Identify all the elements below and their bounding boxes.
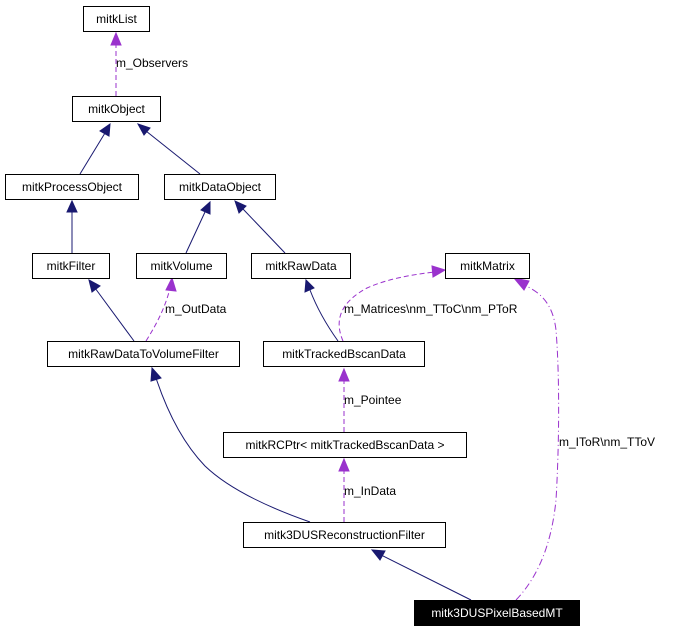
class-node-mitk3duspixelbasedmt[interactable]: mitk3DUSPixelBasedMT [414, 600, 580, 626]
class-node-mitkrcptr[interactable]: mitkRCPtr< mitkTrackedBscanData > [223, 432, 467, 458]
class-node-mitk3dusreconstructionfilter[interactable]: mitk3DUSReconstructionFilter [243, 522, 446, 548]
edge-label-m-outdata: m_OutData [165, 302, 227, 316]
class-node-mitkfilter[interactable]: mitkFilter [32, 253, 110, 279]
class-node-mitktrackedbscandata[interactable]: mitkTrackedBscanData [263, 341, 425, 367]
edge-rawdatatovolumefilter-inherits-filter [88, 279, 135, 342]
class-node-mitkmatrix[interactable]: mitkMatrix [445, 253, 530, 279]
class-node-mitktrackedbscandata-label: mitkTrackedBscanData [282, 347, 406, 361]
edge-processobject-inherits-object [79, 122, 111, 175]
edge-rawdata-inherits-dataobject [234, 200, 286, 254]
edge-label-m-itor: m_IToR\nm_TToV [559, 435, 655, 449]
edge-rawdatatovolumefilter-outdata-volume [145, 276, 177, 342]
edge-reconstructionfilter-inherits-rawdatatovolumefilter [150, 366, 311, 523]
edge-filter-inherits-processobject [66, 199, 78, 253]
class-node-mitkrcptr-label: mitkRCPtr< mitkTrackedBscanData > [246, 438, 445, 452]
edge-rcptr-pointee-trackedbscandata [338, 367, 350, 432]
class-node-mitk3dusreconstructionfilter-label: mitk3DUSReconstructionFilter [264, 528, 425, 542]
class-node-mitkdataobject[interactable]: mitkDataObject [164, 174, 276, 200]
class-node-mitk3duspixelbasedmt-label: mitk3DUSPixelBasedMT [431, 606, 563, 620]
class-node-mitkrawdatatovolumefilter-label: mitkRawDataToVolumeFilter [68, 347, 219, 361]
class-node-mitkrawdata[interactable]: mitkRawData [251, 253, 351, 279]
class-node-mitkrawdata-label: mitkRawData [265, 259, 337, 273]
edge-pixelbasedmt-itor-matrix [512, 277, 560, 601]
edge-volume-inherits-dataobject [185, 200, 211, 254]
edge-label-m-matrices: m_Matrices\nm_TToC\nm_PToR [344, 302, 518, 316]
class-node-mitklist-label: mitkList [96, 12, 137, 26]
edge-label-m-observers: m_Observers [116, 56, 188, 70]
class-node-mitkmatrix-label: mitkMatrix [460, 259, 515, 273]
class-node-mitklist[interactable]: mitkList [83, 6, 150, 32]
class-node-mitkfilter-label: mitkFilter [47, 259, 96, 273]
edge-label-m-indata: m_InData [344, 484, 396, 498]
edge-object-observers-list [110, 31, 122, 96]
class-node-mitkobject[interactable]: mitkObject [72, 96, 161, 122]
edge-reconstructionfilter-indata-rcptr [338, 457, 350, 522]
class-node-mitkrawdatatovolumefilter[interactable]: mitkRawDataToVolumeFilter [47, 341, 240, 367]
class-node-mitkobject-label: mitkObject [88, 102, 145, 116]
edge-trackedbscandata-inherits-rawdata [304, 278, 339, 342]
class-node-mitkprocessobject[interactable]: mitkProcessObject [5, 174, 139, 200]
edge-trackedbscandata-matrices-matrix [338, 265, 447, 342]
edge-dataobject-inherits-object [136, 123, 201, 175]
class-node-mitkdataobject-label: mitkDataObject [179, 180, 262, 194]
edge-pixelbasedmt-inherits-reconstructionfilter [370, 549, 472, 601]
class-node-mitkvolume[interactable]: mitkVolume [136, 253, 227, 279]
class-node-mitkprocessobject-label: mitkProcessObject [22, 180, 123, 194]
class-node-mitkvolume-label: mitkVolume [150, 259, 212, 273]
edge-label-m-pointee: m_Pointee [344, 393, 402, 407]
